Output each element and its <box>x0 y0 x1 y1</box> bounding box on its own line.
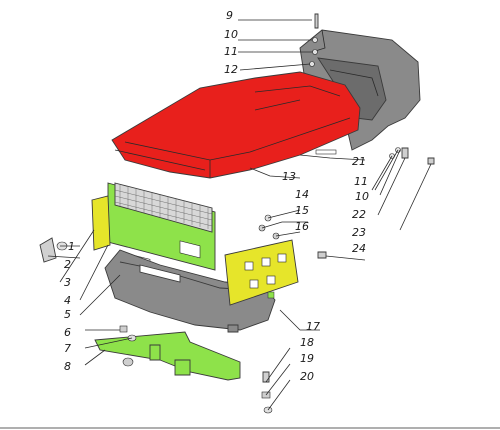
callout-8: 8 <box>64 360 71 373</box>
callout-22: 22 <box>352 208 366 221</box>
left-bracket <box>91 195 111 251</box>
callout-13: 13 <box>282 170 296 183</box>
part-23 <box>427 157 435 165</box>
callout-23: 23 <box>352 226 366 239</box>
part-2 <box>39 237 57 263</box>
hood-body <box>111 71 361 179</box>
part-18 <box>262 371 270 383</box>
callout-labels: 9 10 11 12 21 11 10 13 22 23 24 14 15 16… <box>64 9 369 383</box>
hood-vent <box>315 149 337 155</box>
callout-11: 11 <box>224 45 238 58</box>
callout-10b: 10 <box>355 190 369 203</box>
lower-frame <box>94 331 241 381</box>
base-shell <box>104 249 276 333</box>
callout-2: 2 <box>64 258 71 271</box>
part-11 <box>312 49 318 55</box>
callout-24: 24 <box>352 242 366 255</box>
callout-12: 12 <box>224 63 238 76</box>
part-12 <box>309 61 315 67</box>
part-9 <box>314 13 319 29</box>
callout-16: 16 <box>295 220 309 233</box>
part-22 <box>401 147 409 159</box>
leader-lines <box>47 19 432 411</box>
callout-15: 15 <box>295 204 309 217</box>
callout-3: 3 <box>64 276 71 289</box>
right-panel <box>224 239 299 306</box>
callout-6: 6 <box>64 326 71 339</box>
callout-10: 10 <box>224 28 238 41</box>
callout-14: 14 <box>295 188 309 201</box>
callout-4: 4 <box>64 294 71 307</box>
lower-frame-rail <box>94 331 241 381</box>
part-24 <box>317 251 327 259</box>
callout-17: 17 <box>306 320 320 333</box>
part-10 <box>312 37 318 43</box>
grille-mesh <box>114 182 213 233</box>
callout-1: 1 <box>68 240 75 253</box>
callout-5: 5 <box>64 308 71 321</box>
callout-7: 7 <box>64 342 71 355</box>
callout-19: 19 <box>300 352 314 365</box>
callout-9: 9 <box>226 9 233 22</box>
callout-21: 21 <box>352 155 366 168</box>
callout-18: 18 <box>300 336 314 349</box>
callout-11b: 11 <box>354 175 368 188</box>
red-hood <box>111 71 361 179</box>
callout-20: 20 <box>300 370 314 383</box>
part-6 <box>119 325 128 333</box>
